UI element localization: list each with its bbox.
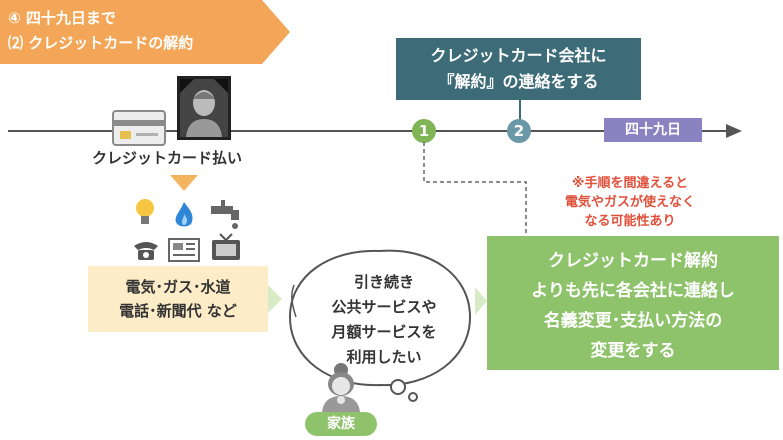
- utilities-box: 電気･ガス･水道 電話･新聞代 など: [88, 266, 268, 332]
- newspaper-icon: [168, 238, 200, 262]
- warning-line3: なる可能性あり: [584, 214, 676, 229]
- gas-flame-icon: [175, 202, 193, 227]
- credit-card-payment-label: クレジットカード払い: [92, 149, 243, 167]
- action-line1: クレジットカード解約: [548, 251, 718, 271]
- family-badge: 家族: [305, 412, 377, 436]
- warning-line1: ※手順を間違えると: [571, 176, 689, 191]
- contact-box-connector: [519, 100, 521, 122]
- timeline-line: [8, 130, 730, 132]
- ribbon-title-line1: ④ 四十九日まで: [8, 9, 116, 27]
- action-line2: よりも先に各会社に連絡し: [531, 281, 735, 301]
- thought-bubble: [288, 249, 472, 402]
- bubble-line4: 利用したい: [346, 348, 422, 366]
- utilities-to-bubble-arrow: [268, 285, 282, 313]
- deadline-label: 四十九日: [604, 118, 702, 142]
- contact-box-line1: クレジットカード会社に: [430, 46, 607, 65]
- step-path-dashed: [423, 142, 527, 236]
- faucet-icon: [211, 200, 239, 229]
- utilities-line2: 電話･新聞代 など: [119, 302, 237, 320]
- step-2-marker: 2: [507, 119, 531, 143]
- thought-bubble-text: 引き続き 公共サービスや 月額サービスを 利用したい: [304, 270, 464, 370]
- bubble-line1: 引き続き: [353, 273, 414, 291]
- action-line4: 変更をする: [590, 341, 676, 361]
- down-arrow: [170, 175, 198, 191]
- contact-card-company-box: クレジットカード会社に 『解約』の連絡をする: [396, 38, 641, 100]
- deceased-portrait-icon: [177, 76, 231, 140]
- action-box: クレジットカード解約 よりも先に各会社に連絡し 名義変更･支払い方法の 変更をす…: [487, 236, 779, 370]
- contact-box-line2: 『解約』の連絡をする: [438, 72, 599, 91]
- credit-card-icon: [112, 110, 166, 146]
- bubble-line2: 公共サービスや: [331, 298, 437, 316]
- bubble-line3: 月額サービスを: [331, 323, 437, 341]
- warning-note: ※手順を間違えると 電気やガスが使えなく なる可能性あり: [540, 174, 720, 231]
- utilities-line1: 電気･ガス･水道: [125, 278, 231, 296]
- section-ribbon: [0, 0, 290, 64]
- action-line3: 名義変更･支払い方法の: [543, 311, 723, 331]
- family-person-icon: [322, 363, 360, 412]
- warning-line2: 電気やガスが使えなく: [564, 195, 695, 210]
- step-1-marker: 1: [412, 119, 436, 143]
- timeline-arrowhead: [726, 124, 742, 138]
- telephone-icon: [134, 242, 158, 260]
- bubble-to-action-arrow: [475, 287, 487, 315]
- lightbulb-icon: [136, 199, 154, 224]
- ribbon-title-line2: ⑵ クレジットカードの解約: [8, 34, 194, 52]
- television-icon: [212, 233, 240, 260]
